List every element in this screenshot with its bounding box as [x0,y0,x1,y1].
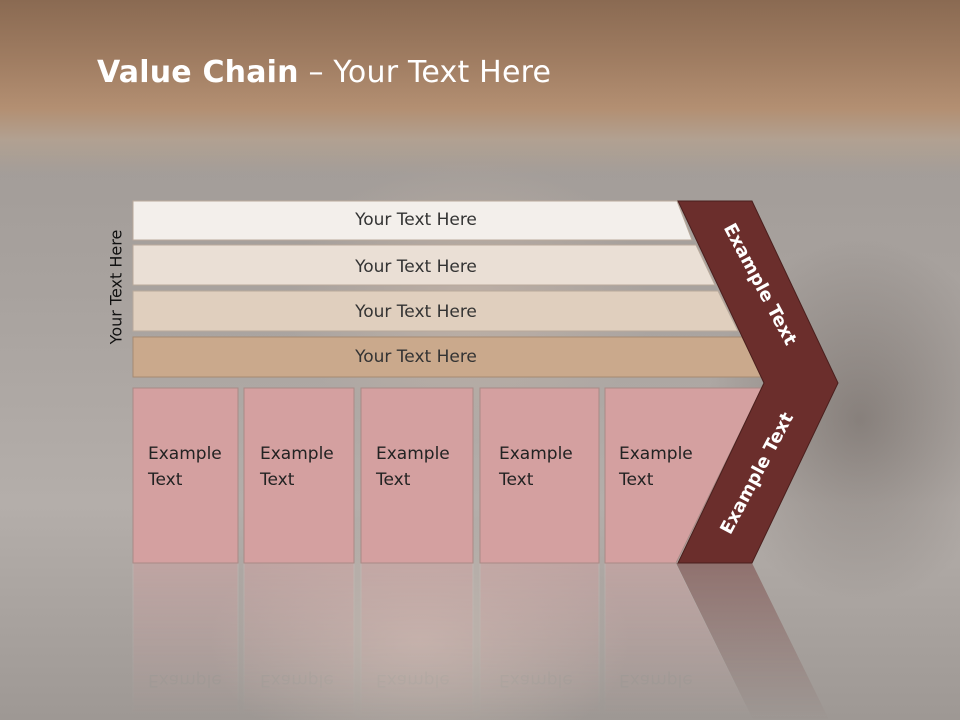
bar-1 [132,200,693,241]
reflection-text-5: Example [619,670,693,690]
bar-2-label: Your Text Here [354,257,477,277]
cell-1-line2: Text [147,470,183,490]
header-band [0,0,960,175]
reflection-text-1: Example [148,670,222,690]
bar-2 [132,244,716,286]
cell-4-line2: Text [498,470,534,490]
chevron-arrow [677,200,839,564]
title-rest: – Your Text Here [298,55,552,90]
cell-3 [360,387,474,564]
bar-3 [132,290,739,332]
reflection-text-3: Example [376,670,450,690]
reflection-text-4: Example [499,670,573,690]
bar-3-label: Your Text Here [354,302,477,322]
cell-2-line1: Example [260,444,334,464]
cell-5-line1: Example [619,444,693,464]
bar-1-label: Your Text Here [354,210,477,230]
cell-3-line1: Example [376,444,450,464]
cell-1-line1: Example [148,444,222,464]
cell-4-line1: Example [499,444,573,464]
title-bold: Value Chain [97,55,299,90]
cell-2 [243,387,355,564]
cell-3-line2: Text [375,470,411,490]
cell-2-line2: Text [259,470,295,490]
diagram-reflection: Example Example Example Example Example [132,562,830,720]
reflection-text-2: Example [260,670,334,690]
cell-1 [132,387,239,564]
bar-4-label: Your Text Here [354,347,477,367]
cell-4 [479,387,600,564]
cell-5 [604,387,763,564]
cell-5-line2: Text [618,470,654,490]
slide-title: Value Chain – Your Text Here [97,55,551,90]
